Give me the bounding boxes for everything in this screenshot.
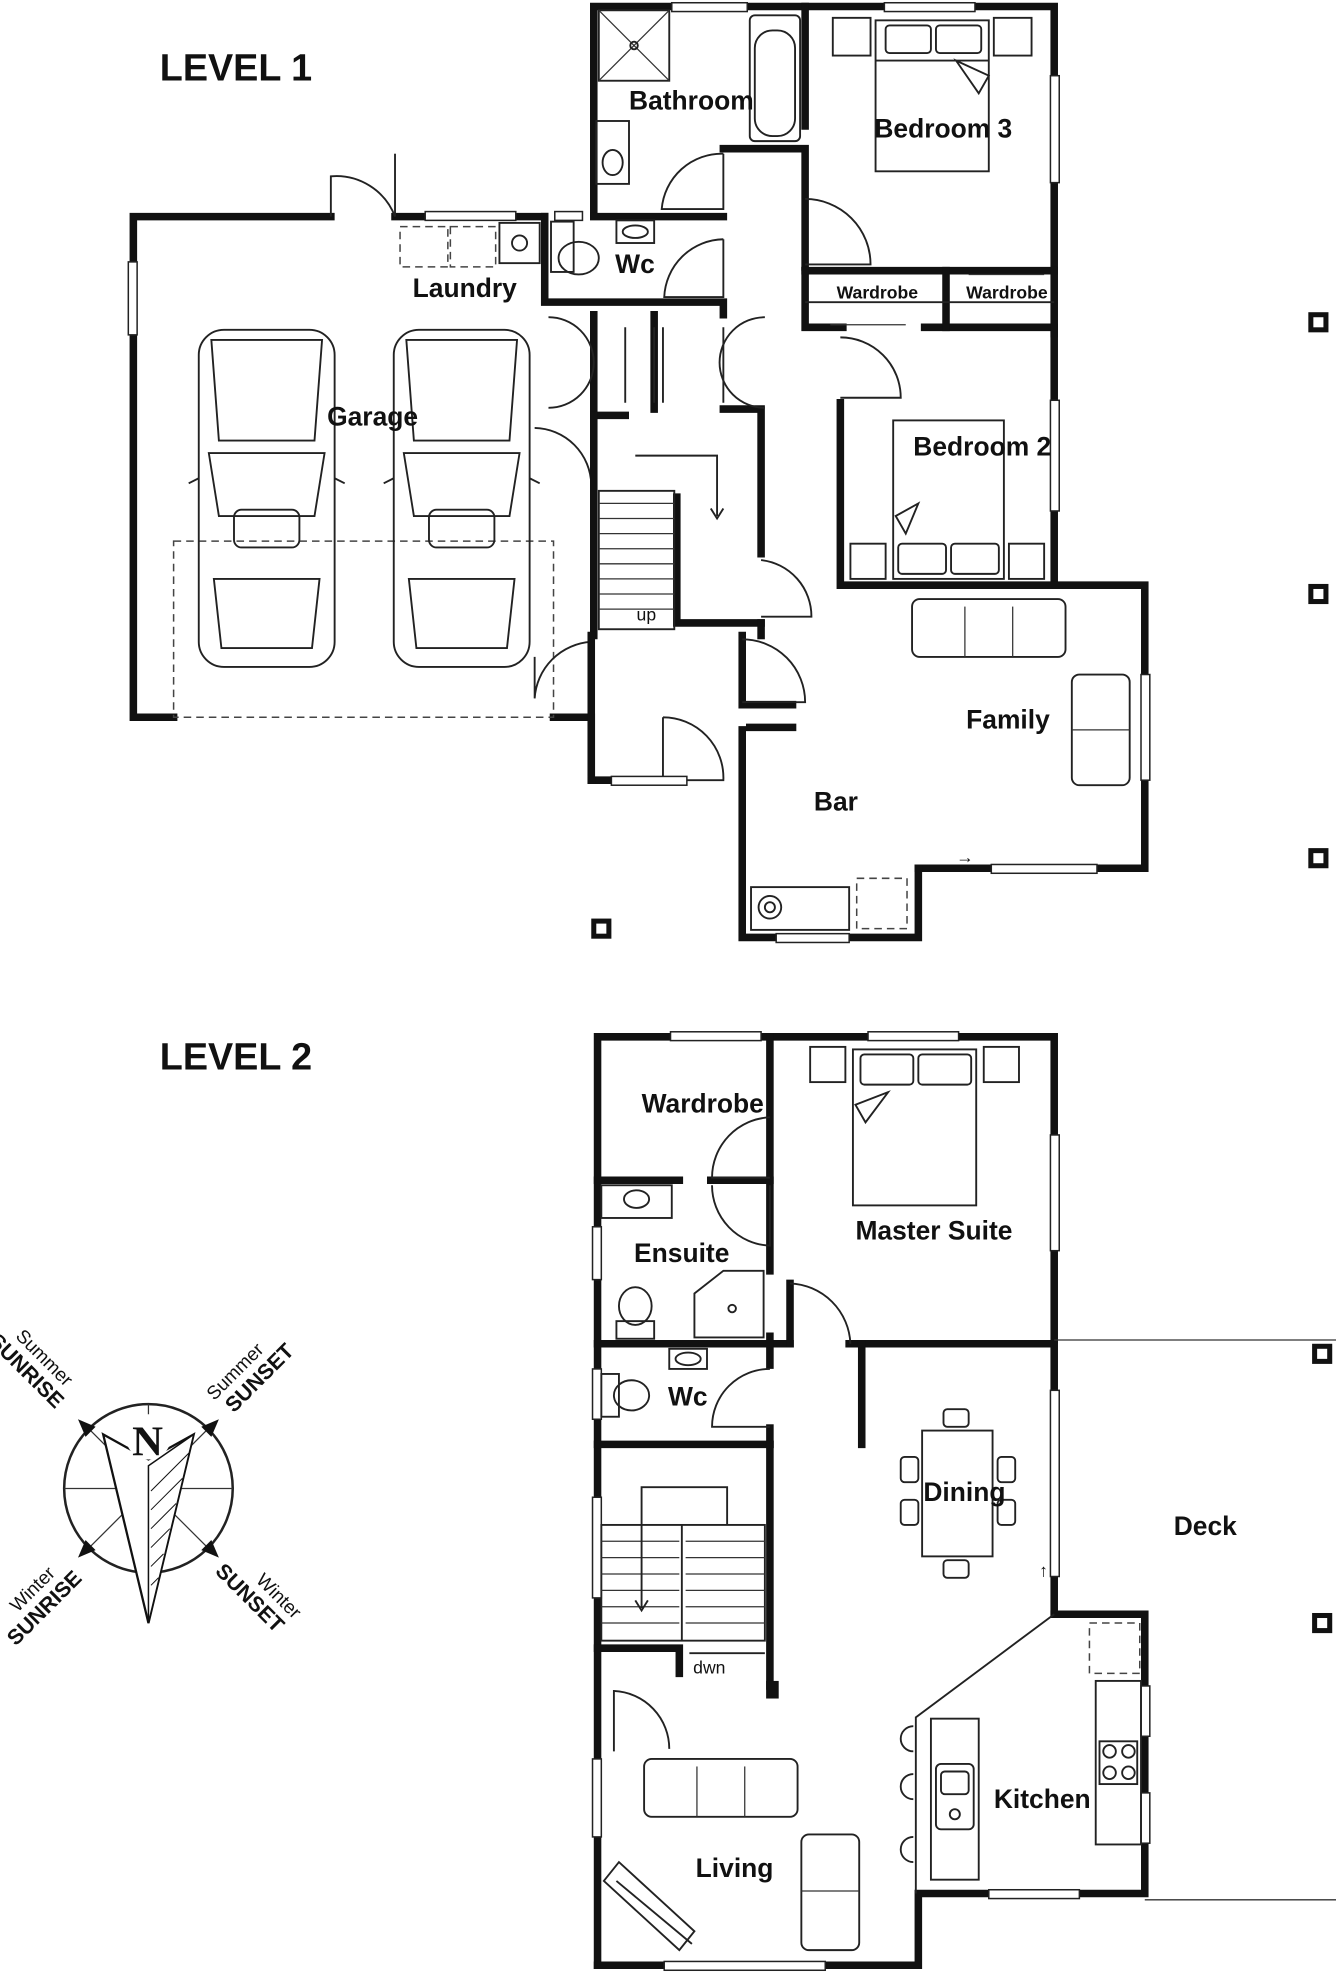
room-label-deck: Deck: [1174, 1511, 1237, 1541]
room-label-wc-level2: Wc: [668, 1381, 708, 1411]
hall-doors-level1: [533, 310, 765, 699]
bedroom-2-walls: [836, 323, 1149, 873]
level-1-title: LEVEL 1: [160, 47, 312, 89]
room-label-living: Living: [696, 1853, 774, 1883]
garage-side-door: [329, 153, 396, 217]
wc-fixtures-level2: [600, 1347, 770, 1428]
compass-north-label: N: [132, 1419, 163, 1466]
kitchen-fixtures: [899, 1622, 1142, 1881]
bathroom-walls: [540, 1, 1060, 338]
level-2-plan: LEVEL 2: [160, 1031, 1336, 1972]
room-label-kitchen: Kitchen: [994, 1784, 1091, 1814]
family-furniture: →: [911, 598, 1151, 875]
room-label-ensuite: Ensuite: [634, 1238, 729, 1268]
room-label-dining: Dining: [923, 1477, 1005, 1507]
room-label-garage: Garage: [327, 401, 418, 431]
winter-sunset-label: Winter SUNSET: [211, 1559, 306, 1637]
winter-sunrise-label: Winter SUNRISE: [2, 1562, 86, 1650]
room-label-bathroom: Bathroom: [629, 86, 754, 116]
room-label-bedroom-2: Bedroom 2: [913, 432, 1051, 462]
stairs-level2: dwn: [600, 1486, 766, 1752]
room-label-wardrobe: Wardrobe: [642, 1088, 764, 1118]
car-2: [383, 328, 541, 668]
room-label-bar: Bar: [814, 786, 858, 816]
wardrobes-level1: [801, 266, 1058, 332]
living-furniture: [602, 1757, 861, 1952]
room-label-wardrobe-b: Wardrobe: [966, 282, 1048, 302]
bedroom-3-furniture: [805, 16, 1033, 266]
stairs-up-label: up: [637, 604, 657, 624]
room-label-bedroom-3: Bedroom 3: [874, 113, 1012, 143]
car-1: [188, 328, 346, 668]
room-label-master-suite: Master Suite: [855, 1215, 1012, 1245]
room-label-laundry: Laundry: [413, 273, 517, 303]
level2-windows: [591, 1031, 1151, 1972]
compass-rose: N Summer SUNRISE Summer SUNSET Winter SU…: [0, 1325, 306, 1650]
entry-level1: [587, 631, 807, 786]
room-label-wardrobe-a: Wardrobe: [837, 282, 919, 302]
bar-walls: [738, 619, 923, 944]
room-label-family: Family: [966, 705, 1050, 735]
garage-walls: [127, 210, 616, 784]
svg-text:→: →: [956, 847, 974, 867]
stairs-down-label: dwn: [693, 1657, 725, 1677]
level-2-title: LEVEL 2: [160, 1036, 312, 1078]
master-suite-furniture: [711, 1045, 1020, 1344]
dining-furniture: ↑: [899, 1408, 1048, 1581]
summer-sunset-label: Summer SUNSET: [202, 1339, 298, 1417]
svg-text:↑: ↑: [1039, 1561, 1048, 1581]
room-label-wc: Wc: [615, 249, 655, 279]
laundry-fixtures: [399, 221, 541, 268]
summer-sunrise-label: Summer SUNRISE: [0, 1325, 77, 1413]
ensuite-fixtures: [600, 1184, 771, 1340]
level-1-plan: LEVEL 1: [127, 1, 1329, 944]
stairs-level1: up: [590, 411, 813, 640]
